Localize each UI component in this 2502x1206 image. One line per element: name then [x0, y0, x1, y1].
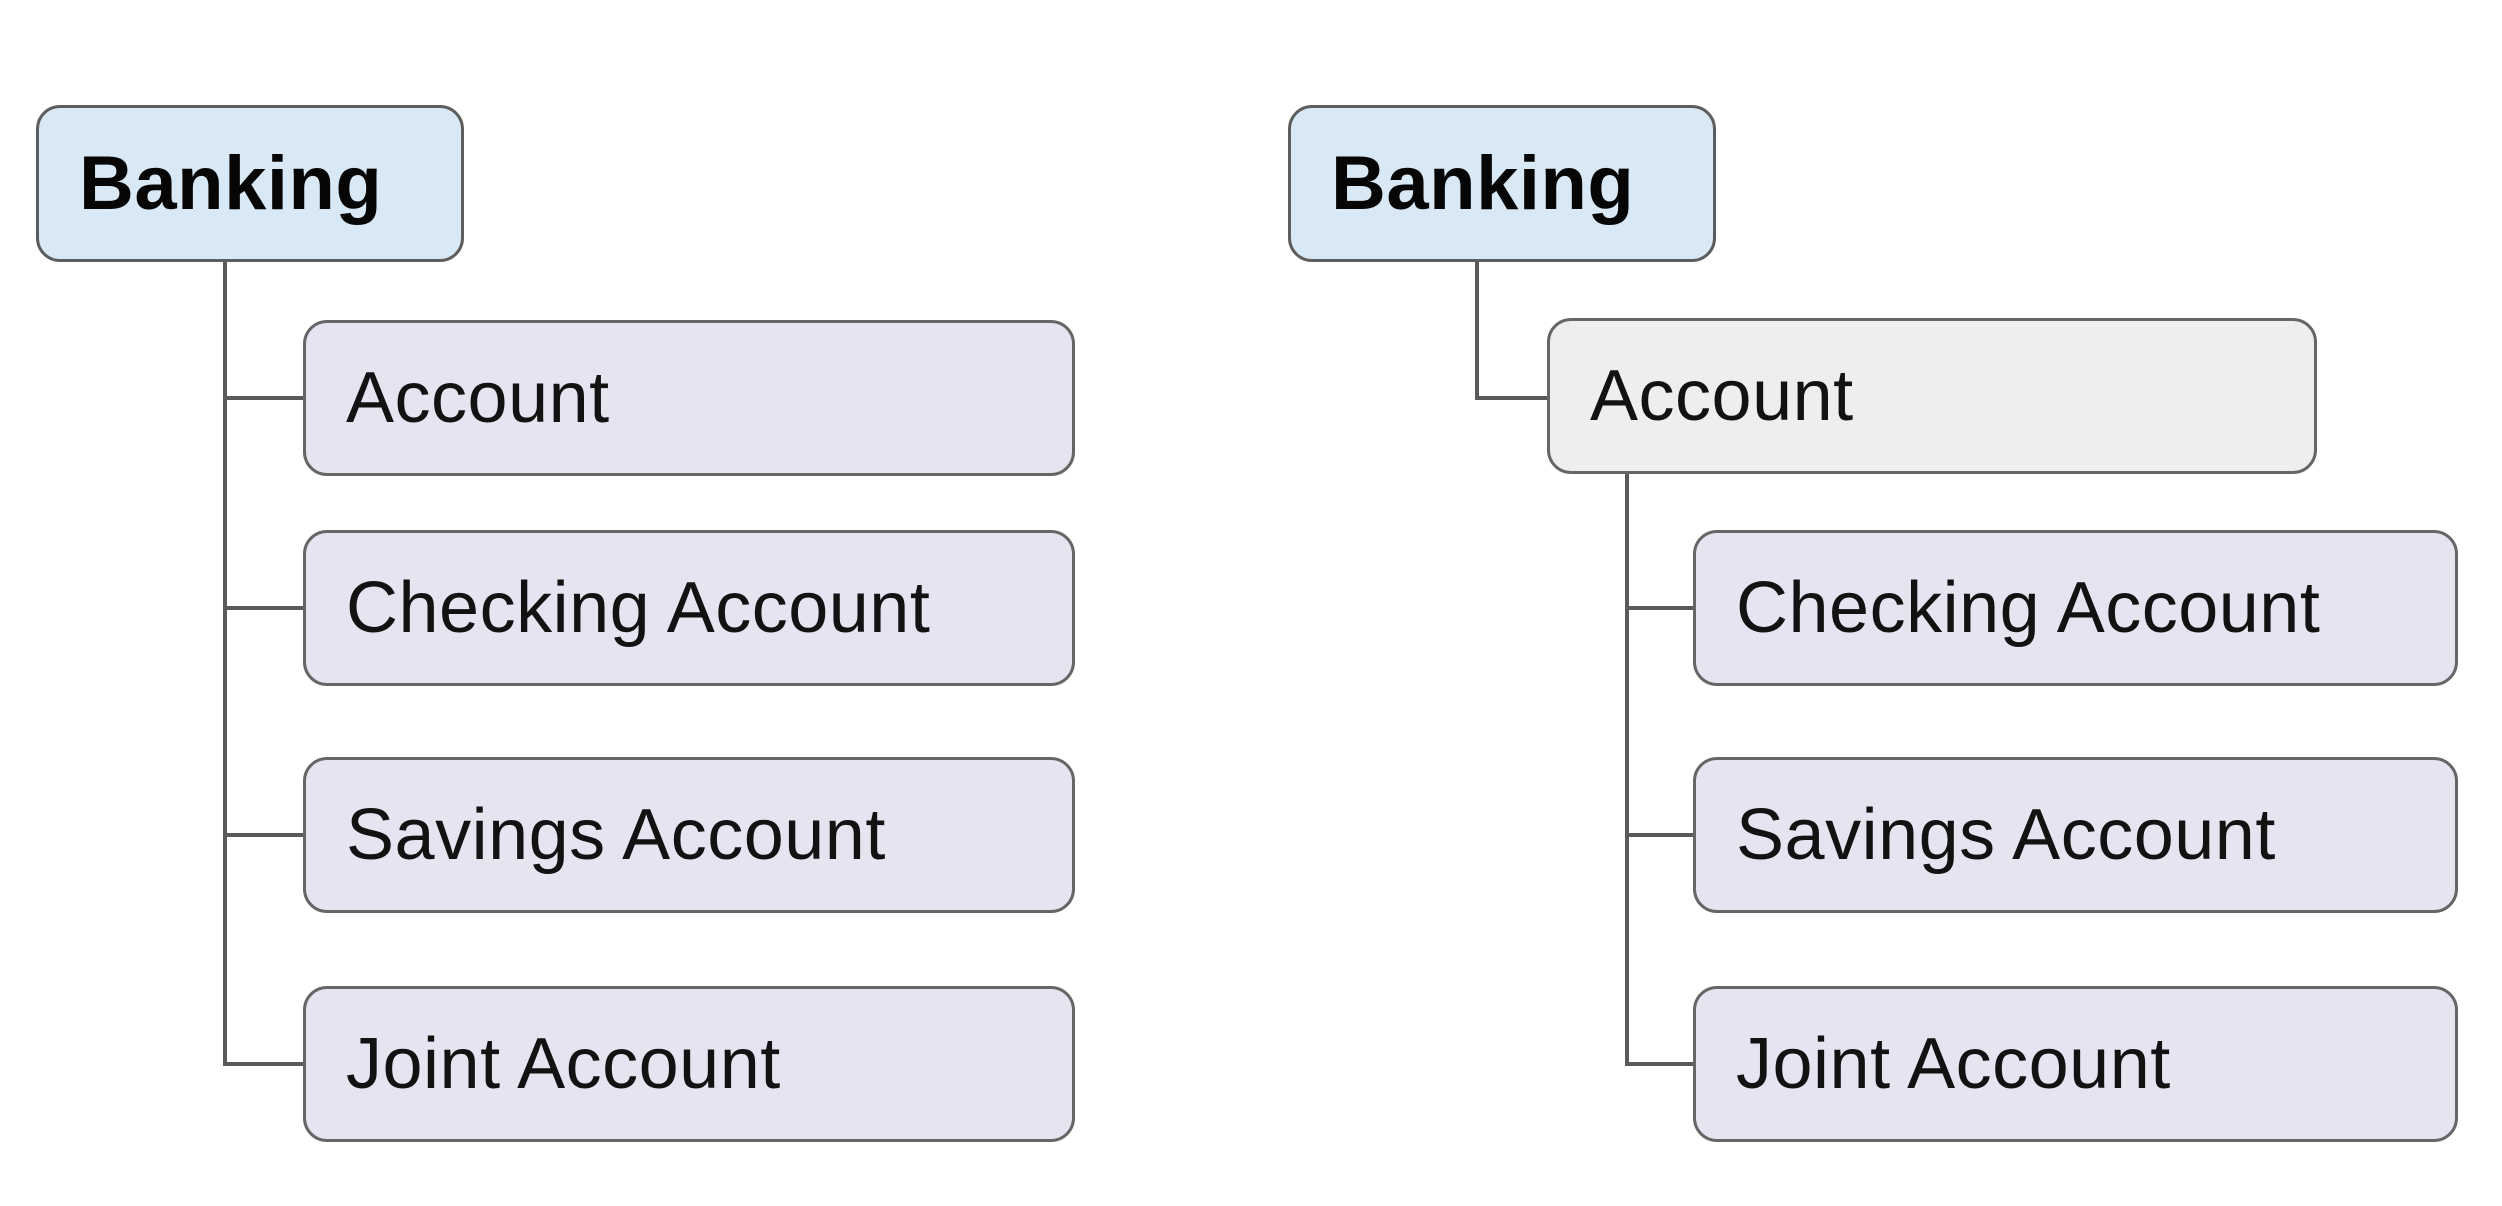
right-tree-branch-connector-joint [1627, 1062, 1693, 1066]
left-tree-root-node-banking[interactable]: Banking [36, 105, 464, 262]
right-tree-account-trunk-connector [1625, 474, 1629, 1066]
left-tree-trunk-connector [223, 262, 227, 1066]
right-tree-branch-connector-checking [1627, 606, 1693, 610]
right-tree-branch-connector-account [1475, 396, 1549, 400]
right-tree-root-node-banking[interactable]: Banking [1288, 105, 1716, 262]
right-tree-trunk-connector [1475, 262, 1479, 400]
right-tree-branch-connector-savings [1627, 833, 1693, 837]
right-tree-node-checking-account[interactable]: Checking Account [1693, 530, 2458, 686]
right-tree-node-joint-account[interactable]: Joint Account [1693, 986, 2458, 1142]
left-tree-branch-connector-checking [225, 606, 303, 610]
left-tree-branch-connector-savings [225, 833, 303, 837]
right-tree-node-savings-account[interactable]: Savings Account [1693, 757, 2458, 913]
left-tree-node-joint-account[interactable]: Joint Account [303, 986, 1075, 1142]
left-tree-branch-connector-joint [225, 1062, 303, 1066]
left-tree-node-checking-account[interactable]: Checking Account [303, 530, 1075, 686]
left-tree-node-account[interactable]: Account [303, 320, 1075, 476]
left-tree-node-savings-account[interactable]: Savings Account [303, 757, 1075, 913]
right-tree-node-account[interactable]: Account [1547, 318, 2317, 474]
left-tree-branch-connector-account [225, 396, 303, 400]
